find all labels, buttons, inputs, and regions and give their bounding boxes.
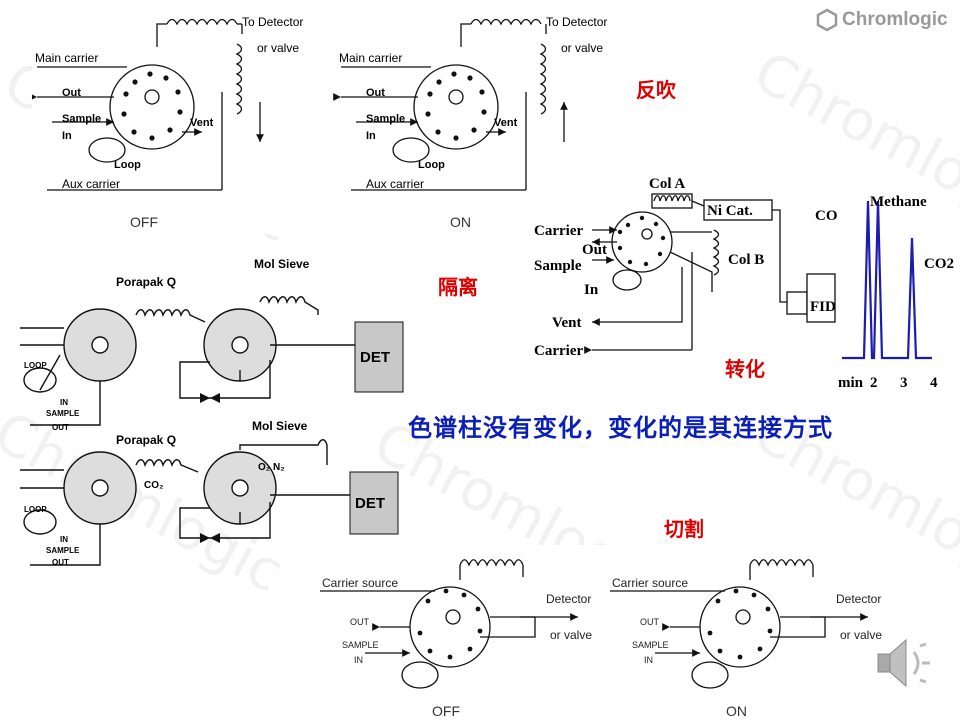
out-label-lower: OUT xyxy=(52,558,69,567)
detector-label-on: Detector xyxy=(836,592,881,606)
main-carrier-label: Main carrier xyxy=(35,51,98,65)
in-label-methanizer: In xyxy=(584,282,599,298)
or-valve-label-on: or valve xyxy=(561,41,603,55)
vent-label: Vent xyxy=(190,117,214,129)
out-label-methanizer: Out xyxy=(582,242,607,258)
backflush-label: 反吹 xyxy=(636,78,676,102)
sample-label-methanizer: Sample xyxy=(534,258,582,274)
loop-label-upper: LOOP xyxy=(24,361,47,370)
out-label-on-bottom: OUT xyxy=(640,617,660,627)
or-valve-label-off: or valve xyxy=(550,628,592,642)
sample-label-upper: SAMPLE xyxy=(46,409,80,418)
fid-label: FID xyxy=(810,299,836,315)
sample-label-on: Sample xyxy=(366,113,405,125)
valve-on-ports xyxy=(425,71,487,141)
peak-co2-label: CO2 xyxy=(924,256,954,272)
off-caption: OFF xyxy=(130,214,158,230)
to-detector-label: To Detector xyxy=(242,15,303,29)
peak-co-label: CO xyxy=(815,208,838,224)
in-label-lower: IN xyxy=(60,535,68,544)
carrier-source-label-off: Carrier source xyxy=(322,576,398,590)
on-caption-bottom: ON xyxy=(726,703,747,719)
sample-label-lower: SAMPLE xyxy=(46,546,80,555)
det-box-lower xyxy=(349,471,399,535)
out-label-on: Out xyxy=(366,87,385,99)
porapak-label-upper: Porapak Q xyxy=(116,275,176,289)
needle-valve-icons xyxy=(200,393,220,543)
in-label-on: In xyxy=(366,130,376,142)
in-label-off: IN xyxy=(354,655,363,665)
loop-label-lower: LOOP xyxy=(24,505,47,514)
carrier-label-1: Carrier xyxy=(534,223,583,239)
off-caption-bottom: OFF xyxy=(432,703,460,719)
isolation-panel: DET DET Porapak Q Mol Sieve Porapak Q Mo… xyxy=(0,250,420,568)
in-label: In xyxy=(62,130,72,142)
sample-label-off: SAMPLE xyxy=(342,640,379,650)
heartcut-label: 切割 xyxy=(664,517,704,541)
mol-sieve-label-lower: Mol Sieve xyxy=(252,419,308,433)
ni-cat-label: Ni Cat. xyxy=(707,203,753,219)
co2-label: CO₂ xyxy=(144,480,163,491)
vent-label-methanizer: Vent xyxy=(552,315,581,331)
detector-label-off: Detector xyxy=(546,592,591,606)
carrier-source-label-on: Carrier source xyxy=(612,576,688,590)
det-label-lower: DET xyxy=(355,495,385,512)
porapak-label-lower: Porapak Q xyxy=(116,433,176,447)
vent-label-on: Vent xyxy=(494,117,518,129)
logo: Chromlogic xyxy=(816,8,948,32)
methanizer-diagram: Col A Ni Cat. Col B Carrier Out Sample I… xyxy=(534,176,836,359)
bottom-valve-panel: Carrier source Detector or valve OUT SAM… xyxy=(320,545,888,720)
out-label-off: OUT xyxy=(350,617,370,627)
carrier-label-2: Carrier xyxy=(534,343,583,359)
or-valve-label: or valve xyxy=(257,41,299,55)
to-detector-label-on: To Detector xyxy=(546,15,607,29)
col-a-label: Col A xyxy=(649,176,685,192)
peak-methane-label: Methane xyxy=(870,194,927,210)
top-valve-diagrams: To Detector or valve Main carrier Out Sa… xyxy=(29,15,607,230)
aux-carrier-label: Aux carrier xyxy=(62,177,120,191)
in-label-upper: IN xyxy=(60,398,68,407)
top-valve-panel: To Detector or valve Main carrier Out Sa… xyxy=(29,12,622,234)
speaker-icon[interactable] xyxy=(872,634,934,692)
mol-sieve-label-upper: Mol Sieve xyxy=(254,257,310,271)
valve-off-ports xyxy=(121,71,183,141)
chromatogram: CO Methane CO2 min 2 3 4 xyxy=(815,194,954,391)
sample-label: Sample xyxy=(62,113,101,125)
isolation-diagram: DET DET Porapak Q Mol Sieve Porapak Q Mo… xyxy=(20,257,404,567)
out-label-upper: OUT xyxy=(52,423,69,432)
sample-label-on-bottom: SAMPLE xyxy=(632,640,669,650)
or-valve-label-on: or valve xyxy=(840,628,882,642)
tick-3: 3 xyxy=(900,375,908,391)
aux-carrier-label-on: Aux carrier xyxy=(366,177,424,191)
chromatogram-panel: CO Methane CO2 min 2 3 4 xyxy=(812,186,960,392)
headline: 色谱柱没有变化，变化的是其连接方式 xyxy=(408,414,833,442)
valve-on xyxy=(333,18,568,191)
main-carrier-label-on: Main carrier xyxy=(339,51,402,65)
det-box-upper xyxy=(354,321,404,393)
tick-4: 4 xyxy=(930,375,938,391)
hexagon-logo-icon xyxy=(816,8,838,32)
on-caption: ON xyxy=(450,214,471,230)
methanizer-panel: Col A Ni Cat. Col B Carrier Out Sample I… xyxy=(532,172,838,362)
tick-2: 2 xyxy=(870,375,878,391)
chromatogram-trace xyxy=(842,200,932,360)
valve-off xyxy=(29,18,264,191)
in-label-on-bottom: IN xyxy=(644,655,653,665)
bottom-valve-diagrams: Carrier source Detector or valve OUT SAM… xyxy=(320,559,882,719)
det-label-upper: DET xyxy=(360,349,390,366)
col-b-label: Col B xyxy=(728,252,764,268)
loop-label: Loop xyxy=(114,159,141,171)
min-label: min xyxy=(838,375,864,391)
loop-label-on: Loop xyxy=(418,159,445,171)
conversion-label: 转化 xyxy=(725,357,765,381)
o2n2-label: O₂ N₂ xyxy=(258,462,285,473)
out-label: Out xyxy=(62,87,81,99)
isolation-label: 隔离 xyxy=(438,275,478,299)
